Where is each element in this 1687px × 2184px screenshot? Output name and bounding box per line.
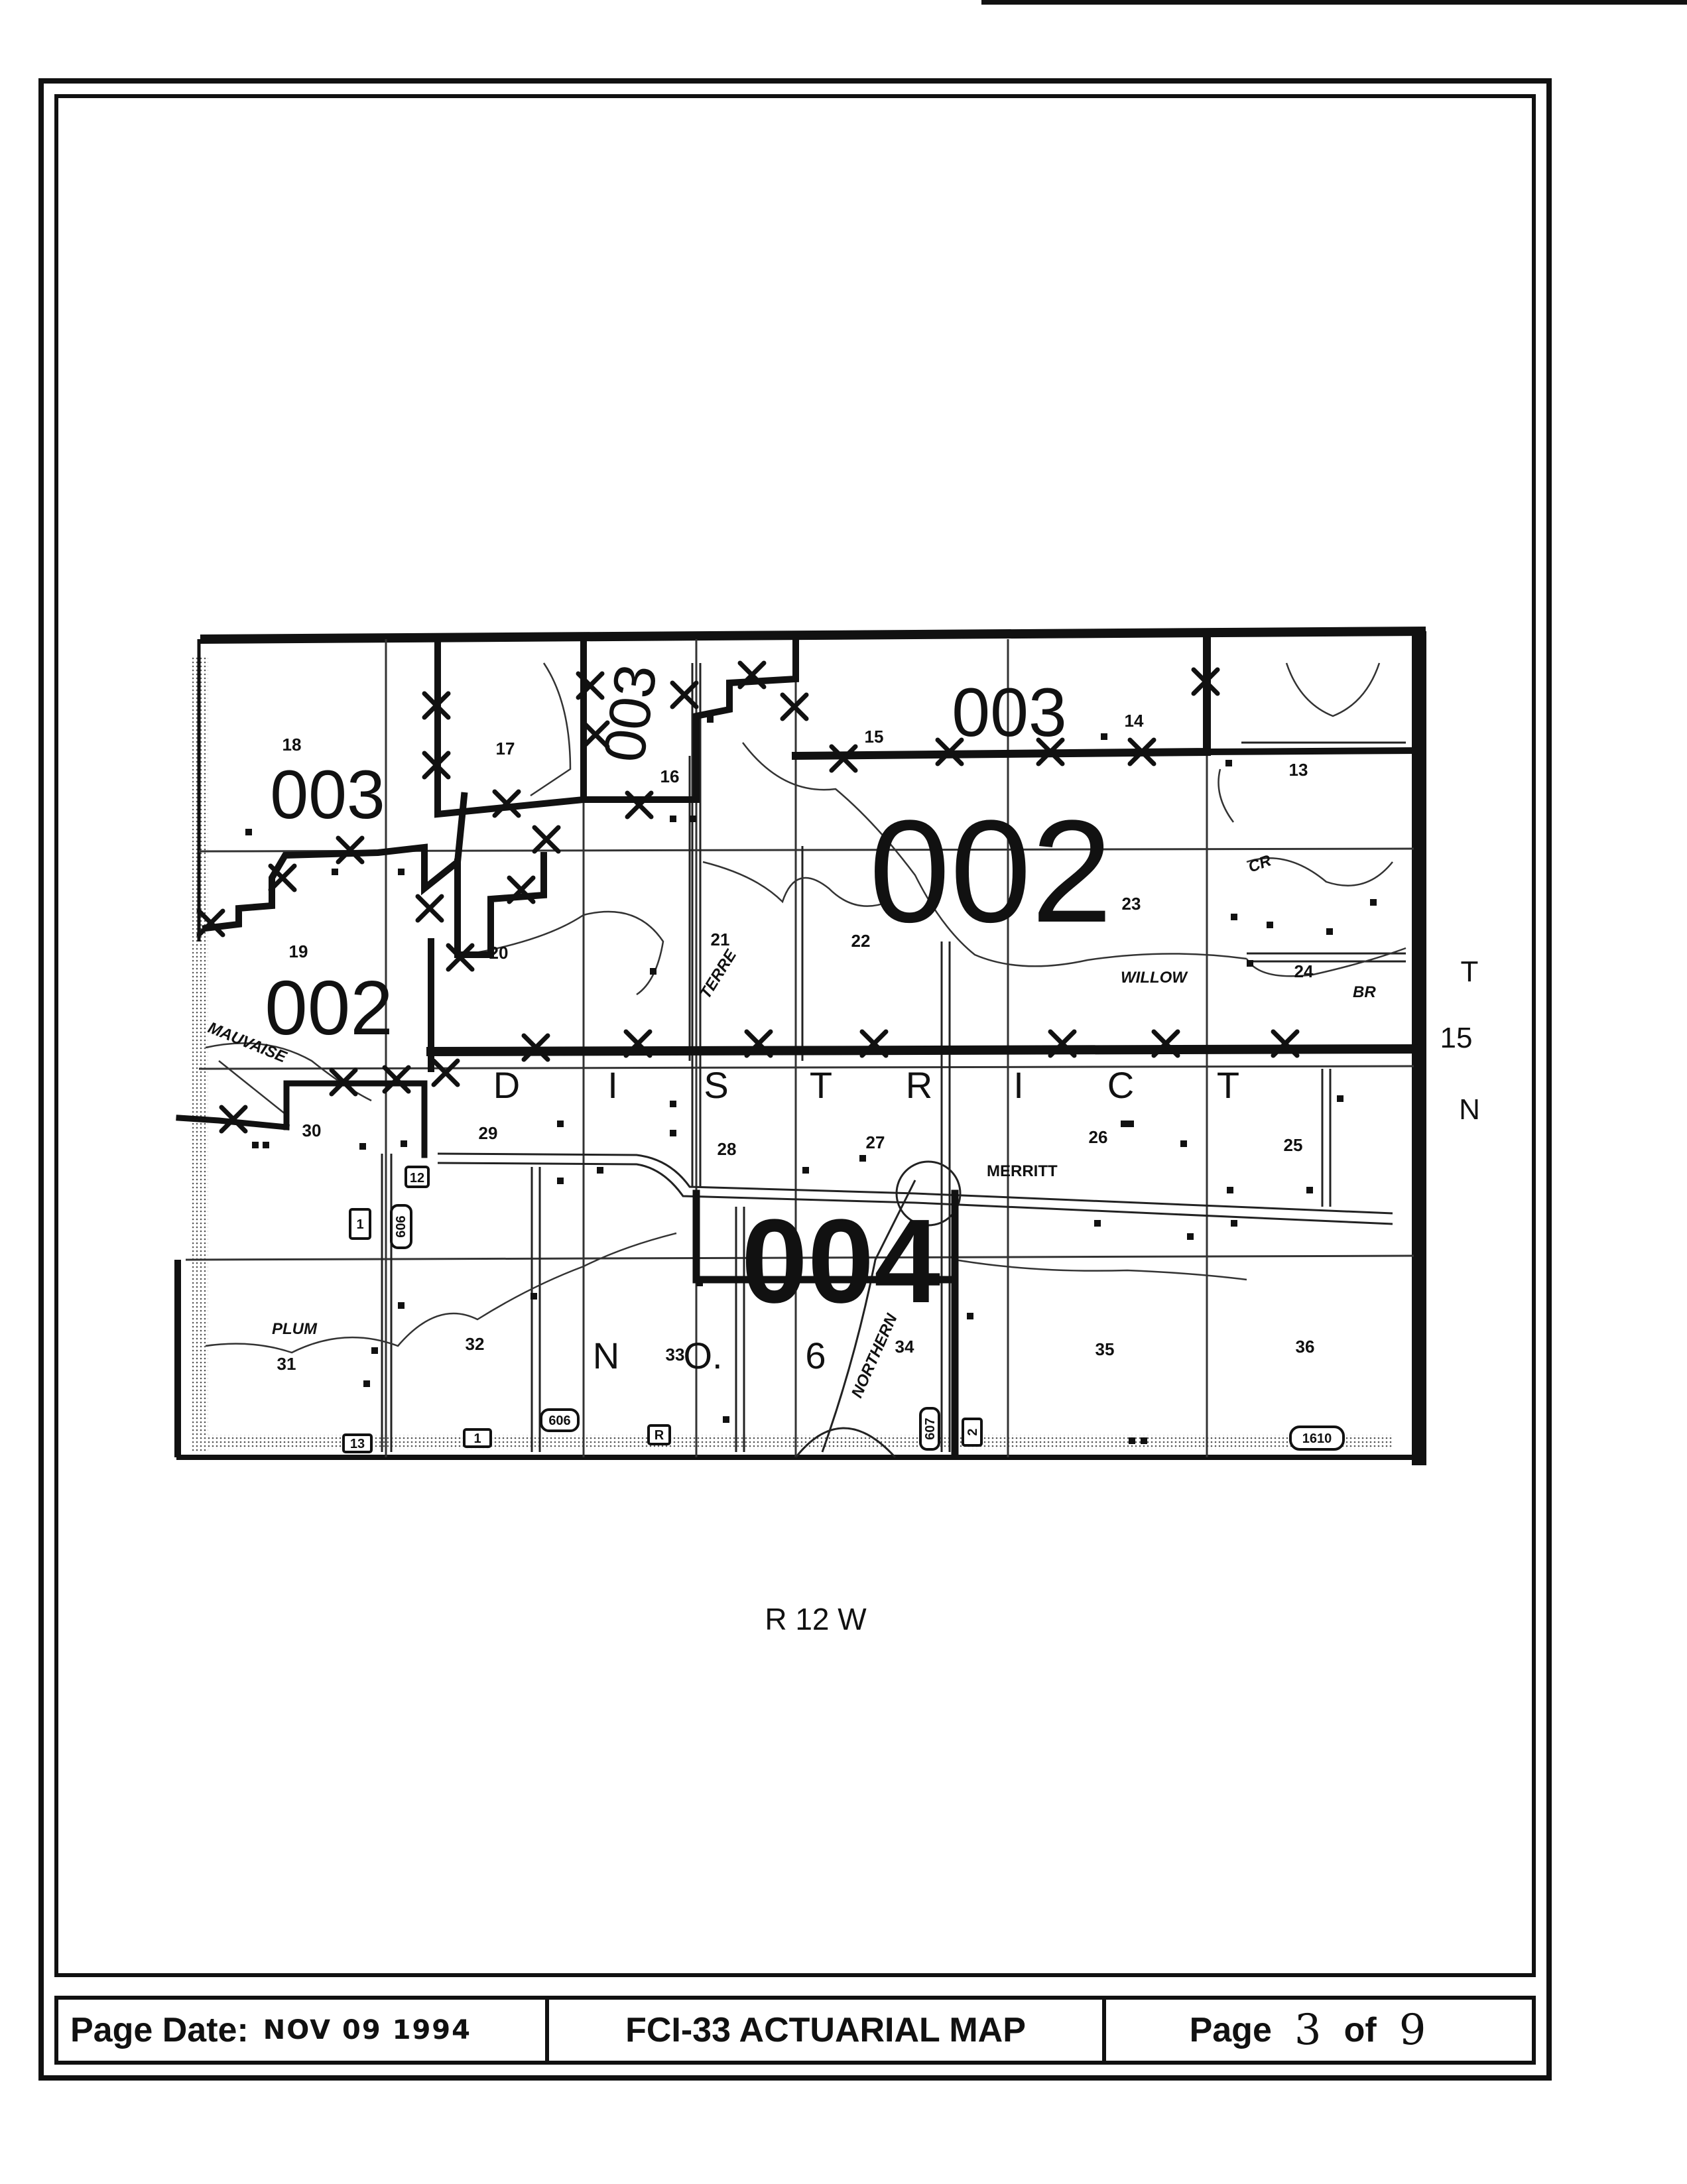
section-number-30: 30 <box>302 1121 322 1140</box>
section-number-17: 17 <box>496 739 515 758</box>
waterways <box>205 662 1406 1354</box>
zone-label-003-northwest: 003 <box>270 757 385 833</box>
building-markers <box>245 716 1377 1444</box>
place-label-cr: CR <box>1246 851 1274 876</box>
section-number-33: 33 <box>666 1345 685 1365</box>
district-letter-d: D <box>493 1064 520 1106</box>
zone-label-002-west: 002 <box>265 965 393 1051</box>
section-number-19: 19 <box>289 941 308 961</box>
route-shield-606-b <box>540 1408 580 1432</box>
route-shield-label-13: 13 <box>350 1437 365 1451</box>
route-shield-1-b <box>463 1428 492 1448</box>
footer-title: FCI-33 ACTUARIAL MAP <box>549 2000 1106 2061</box>
route-shield-label-1-b: 1 <box>473 1431 481 1446</box>
footer-page-date: Page Date: NOV 09 1994 <box>58 2000 549 2061</box>
page-date-label: Page Date: <box>70 2011 249 2049</box>
route-shield-1610 <box>1289 1426 1345 1451</box>
township-label-15: 15 <box>1440 1022 1473 1054</box>
section-number-13: 13 <box>1289 760 1308 780</box>
zone-label-004: 004 <box>741 1195 940 1328</box>
zone-label-002-main: 002 <box>869 790 1112 953</box>
section-number-34: 34 <box>895 1337 914 1357</box>
route-shield-607 <box>919 1407 940 1451</box>
section-number-23: 23 <box>1122 894 1141 914</box>
page-current: 3 <box>1294 2006 1322 2055</box>
district-boundaries <box>176 635 1424 1456</box>
place-label-merritt: MERRITT <box>987 1162 1058 1180</box>
place-label-willow: WILLOW <box>1121 969 1188 987</box>
footer-page-number: Page 3 of 9 <box>1106 2000 1532 2061</box>
route-shield-label-606-b: 606 <box>548 1414 570 1428</box>
zone-label-003-northeast: 003 <box>952 674 1067 751</box>
route-shield-606-a <box>390 1204 412 1249</box>
route-shield-label-607: 607 <box>923 1418 938 1439</box>
footer-bar: Page Date: NOV 09 1994 FCI-33 ACTUARIAL … <box>54 1996 1536 2065</box>
boundary-x-marks <box>196 660 1300 1134</box>
district-letter-c: C <box>1107 1064 1134 1106</box>
page-word: Page <box>1189 2011 1272 2049</box>
district-letter-i1: I <box>607 1064 618 1106</box>
map-title: FCI-33 ACTUARIAL MAP <box>625 2011 1026 2049</box>
map-edge-stipple-south <box>192 1435 1393 1449</box>
route-shield-label-2: 2 <box>966 1428 980 1435</box>
place-label-br: BR <box>1353 983 1376 1001</box>
section-number-16: 16 <box>660 766 680 786</box>
route-shield-label-1-a: 1 <box>356 1217 363 1232</box>
inner-frame <box>54 94 1536 1977</box>
zone-label-003-top: 003 <box>591 660 669 766</box>
southern-arc <box>794 1427 897 1459</box>
township-label-n: N <box>1459 1093 1480 1126</box>
of-word: of <box>1343 2011 1377 2049</box>
section-number-15: 15 <box>865 727 884 747</box>
district-letter-t1: T <box>810 1064 832 1106</box>
section-number-25: 25 <box>1284 1135 1303 1155</box>
range-label: R 12 W <box>765 1602 867 1636</box>
section-number-28: 28 <box>718 1139 737 1159</box>
page-date-value: NOV 09 1994 <box>263 2015 471 2045</box>
section-number-24: 24 <box>1294 961 1314 981</box>
section-number-27: 27 <box>866 1132 885 1152</box>
section-number-20: 20 <box>489 943 509 963</box>
section-number-36: 36 <box>1296 1337 1315 1357</box>
top-edge-line <box>981 0 1687 5</box>
route-shield-label-12: 12 <box>410 1171 424 1185</box>
section-number-21: 21 <box>711 930 730 949</box>
route-shield-label-606-a: 606 <box>394 1215 408 1237</box>
route-shield-label-1610: 1610 <box>1302 1431 1332 1446</box>
route-shield-12 <box>405 1166 430 1188</box>
district-letter-r: R <box>906 1064 932 1106</box>
section-number-35: 35 <box>1095 1339 1115 1359</box>
township-label-t: T <box>1461 955 1479 988</box>
section-number-22: 22 <box>851 931 871 951</box>
section-number-18: 18 <box>282 735 302 755</box>
route-shield-2 <box>962 1418 983 1447</box>
district-letter-i2: I <box>1013 1064 1024 1106</box>
section-number-26: 26 <box>1089 1127 1108 1147</box>
page-total: 9 <box>1399 2006 1426 2055</box>
roads <box>381 663 1406 1453</box>
section-number-32: 32 <box>466 1334 485 1354</box>
route-shield-13 <box>342 1433 373 1453</box>
district-letter-s: S <box>704 1064 728 1106</box>
no6-letter-o: O. <box>683 1335 722 1376</box>
section-number-29: 29 <box>479 1123 498 1143</box>
route-shields <box>342 1166 1345 1453</box>
route-shield-1-a <box>349 1208 371 1240</box>
outer-frame <box>38 78 1552 2081</box>
place-label-terre: TERRE <box>696 946 741 1002</box>
section-number-31: 31 <box>277 1354 296 1374</box>
route-shield-label-r: R <box>655 1428 664 1443</box>
merritt-town-circle <box>895 1160 962 1227</box>
no6-letter-n: N <box>593 1335 619 1376</box>
section-number-14: 14 <box>1125 711 1144 731</box>
no6-letter-6: 6 <box>805 1335 826 1376</box>
route-shield-r <box>647 1424 671 1445</box>
district-letter-t2: T <box>1217 1064 1239 1106</box>
place-label-plum: PLUM <box>272 1320 318 1338</box>
